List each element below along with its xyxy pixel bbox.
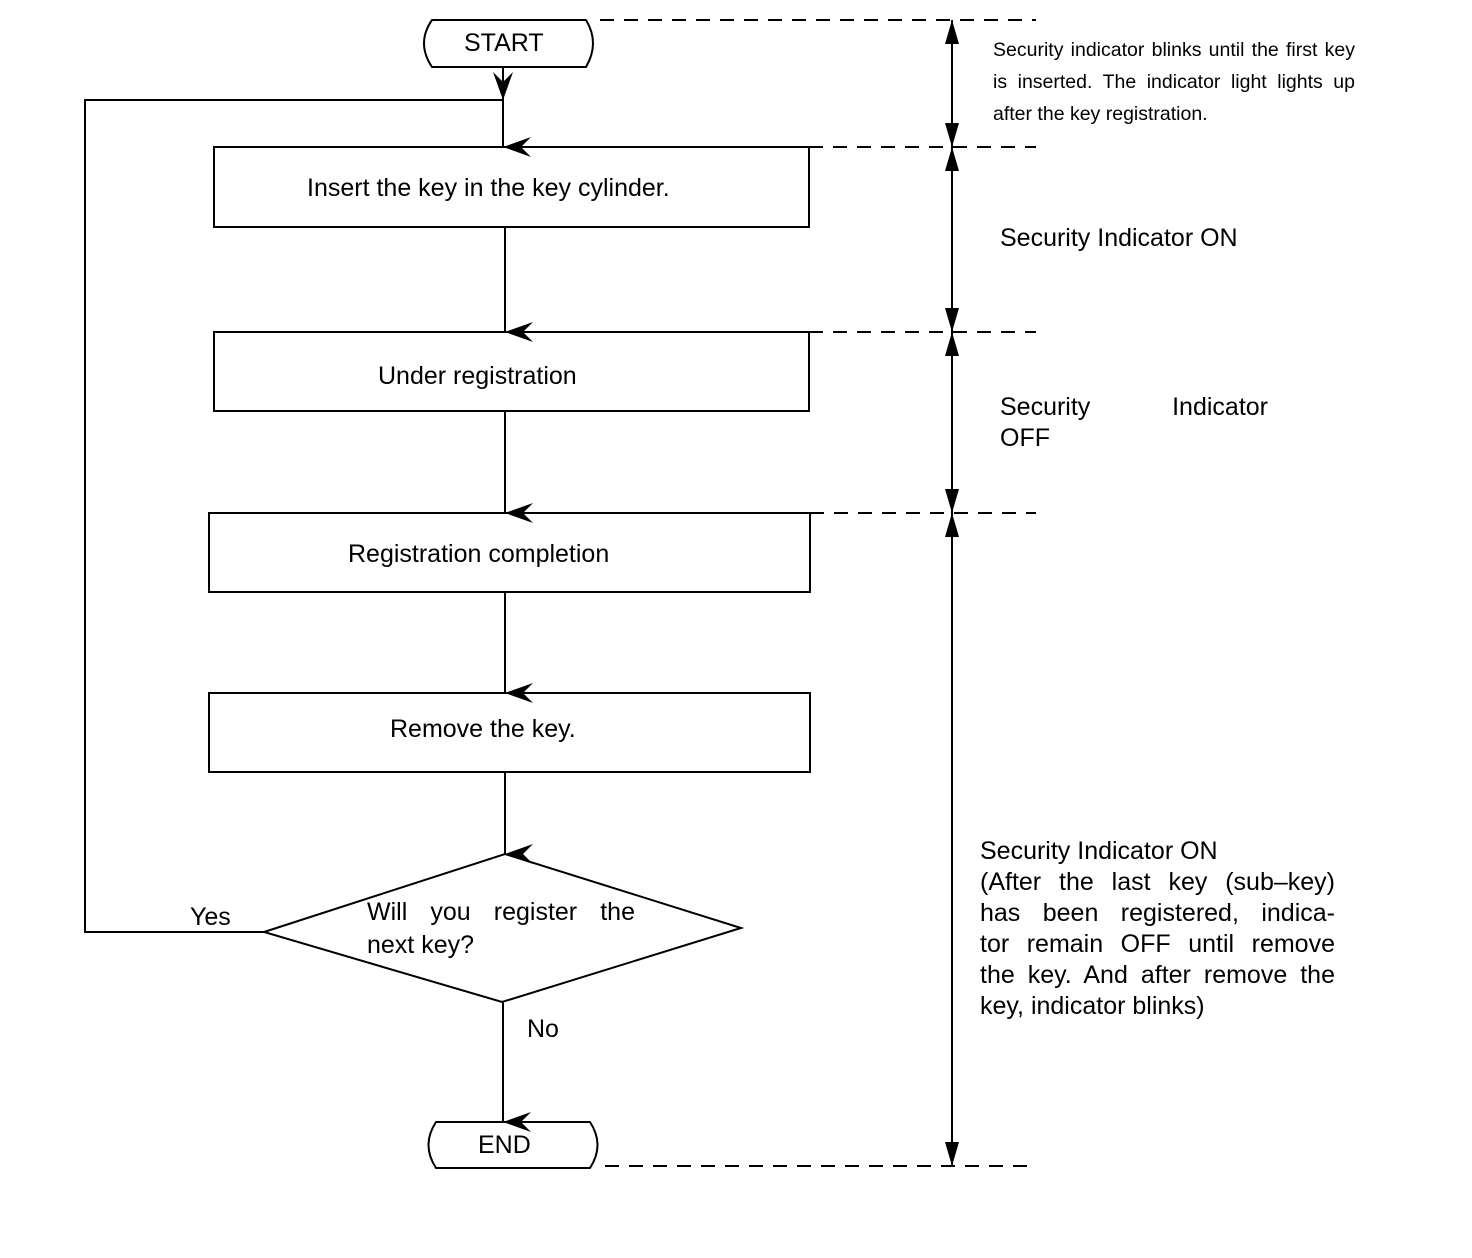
decision-question-line2: next key? (367, 931, 475, 959)
end-terminal-shape (427, 1121, 599, 1169)
indicator-note-off: Security Indicator OFF (1000, 392, 1268, 454)
bracket-arrow-1-bottom (945, 123, 959, 147)
indicator-note-off-line1: Security Indicator (1000, 393, 1268, 421)
decision-question-line1: Will you register the (367, 898, 635, 926)
bracket-arrow-2-bottom (945, 308, 959, 332)
bracket-arrow-3-top (945, 332, 959, 356)
bracket-arrow-1-top (945, 20, 959, 44)
bracket-arrow-3-bottom (945, 489, 959, 513)
start-terminal-shape (423, 19, 594, 68)
decision-question: Will you register the next key? (367, 896, 635, 962)
yes-label: Yes (190, 903, 231, 931)
step-label-remove-key: Remove the key. (390, 715, 576, 743)
indicator-note-final-line6: key, indicator blinks) (980, 992, 1205, 1020)
indicator-note-blinking: Security indicator blinks until the firs… (993, 39, 1355, 125)
connector-yes-loop (84, 72, 513, 933)
indicator-note-final-line5: the key. And after remove the (980, 961, 1335, 989)
step-label-registration-completion: Registration completion (348, 540, 610, 568)
indicator-note-final: Security Indicator ON (After the last ke… (980, 836, 1335, 1022)
indicator-note-final-line4: tor remain OFF until remove (980, 930, 1335, 958)
bracket-arrow-4-top (945, 513, 959, 537)
no-label: No (527, 1015, 559, 1043)
bracket-arrow-2-top (945, 147, 959, 171)
indicator-note-on: Security Indicator ON (1000, 224, 1238, 252)
step-label-under-registration: Under registration (378, 362, 577, 390)
indicator-note-final-line1: Security Indicator ON (980, 837, 1218, 865)
indicator-note-final-line2: (After the last key (sub–key) (980, 868, 1335, 896)
start-label: START (464, 29, 544, 57)
end-label: END (478, 1131, 531, 1159)
indicator-note-off-line2: OFF (1000, 424, 1050, 452)
bracket-arrow-4-bottom (945, 1142, 959, 1166)
step-label-insert-key: Insert the key in the key cylinder. (307, 174, 670, 202)
indicator-note-final-line3: has been registered, indica- (980, 899, 1335, 927)
